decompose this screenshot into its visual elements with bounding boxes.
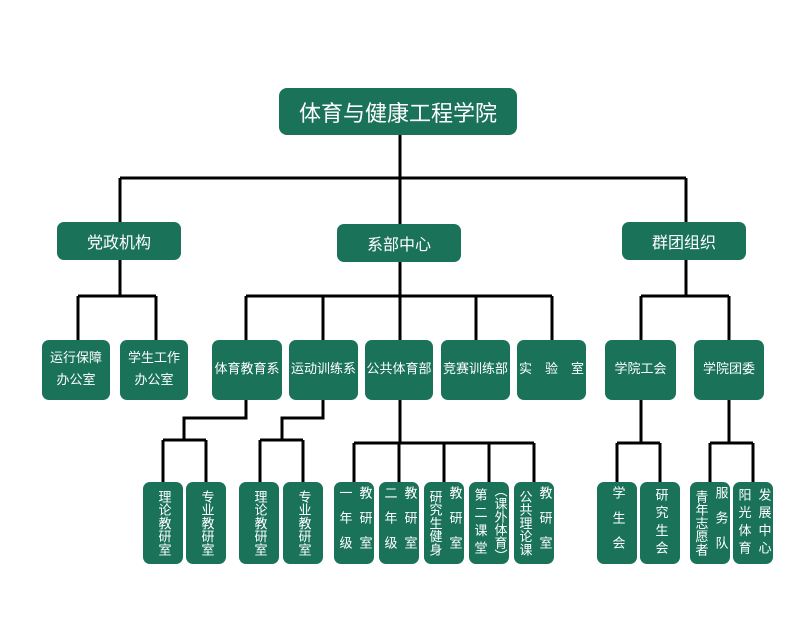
- sub-unit-label: 研究生健身: [426, 489, 442, 557]
- sub-unit-node: 第二课堂（课外体育）: [469, 482, 509, 564]
- sub-unit-label: 学生会: [609, 485, 625, 561]
- sub-unit-label: 理论教研室: [155, 489, 171, 557]
- sub-unit-node: 理论教研室: [239, 482, 279, 564]
- unit-node: 实 验 室: [517, 340, 586, 400]
- sub-unit-node: 青年志愿者服务队: [690, 482, 730, 564]
- sub-unit-label: 理论教研室: [251, 489, 267, 557]
- unit-label: 体育教育系: [214, 362, 280, 377]
- unit-label: 运动训练系: [290, 362, 356, 377]
- unit-label: 竞赛训练部: [442, 362, 508, 377]
- branch-departments: 系部中心: [337, 224, 461, 262]
- root-node: 体育与健康工程学院: [279, 88, 517, 135]
- sub-unit-label: 专业教研室: [198, 489, 214, 557]
- unit-label: 实 验 室: [518, 362, 584, 377]
- unit-node: 体育教育系: [212, 340, 282, 400]
- unit-label: 学生工作 办公室: [127, 351, 180, 388]
- sub-unit-node: 研究生会: [640, 482, 680, 564]
- sub-unit-node: 一年级教研室: [334, 482, 374, 564]
- unit-node: 学生工作 办公室: [120, 340, 188, 400]
- branch-label: 党政机构: [86, 233, 151, 252]
- branch-mass-orgs: 群团组织: [622, 222, 746, 260]
- sub-unit-node: 研究生健身教研室: [424, 482, 464, 564]
- sub-unit-node: 专业教研室: [283, 482, 323, 564]
- sub-unit-label: 研究生会: [652, 487, 668, 559]
- unit-node: 竞赛训练部: [441, 340, 510, 400]
- sub-unit-label: 教研室: [446, 485, 462, 561]
- sub-unit-label: 公共理论课: [516, 489, 532, 557]
- sub-unit-node: 二年级教研室: [379, 482, 419, 564]
- sub-unit-label: 教研室: [356, 485, 372, 561]
- unit-node: 公共体育部: [365, 340, 433, 400]
- sub-unit-label: 教研室: [401, 485, 417, 561]
- sub-unit-label: 发展中心: [755, 487, 771, 559]
- root-label: 体育与健康工程学院: [298, 101, 497, 127]
- sub-unit-label: 教研室: [536, 485, 552, 561]
- unit-node: 运动训练系: [289, 340, 358, 400]
- branch-label: 群团组织: [651, 233, 716, 252]
- unit-label: 公共体育部: [366, 362, 432, 377]
- unit-label: 学院团委: [702, 362, 755, 377]
- unit-node: 学院工会: [605, 340, 676, 400]
- sub-unit-label: （课外体育）: [491, 484, 507, 562]
- sub-unit-label: 服务队: [712, 485, 728, 561]
- sub-unit-label: 二年级: [381, 485, 397, 561]
- sub-unit-label: 阳光体育: [735, 487, 751, 559]
- sub-unit-node: 阳光体育发展中心: [733, 482, 773, 564]
- sub-unit-label: 专业教研室: [295, 489, 311, 557]
- sub-unit-node: 学生会: [597, 482, 637, 564]
- branch-label: 系部中心: [366, 235, 431, 254]
- sub-unit-label: 一年级: [336, 485, 352, 561]
- sub-unit-label: 第二课堂: [471, 487, 487, 559]
- sub-unit-node: 专业教研室: [186, 482, 226, 564]
- unit-label: 运行保障 办公室: [49, 351, 102, 388]
- sub-unit-node: 理论教研室: [143, 482, 183, 564]
- branch-party-admin: 党政机构: [57, 222, 181, 260]
- unit-node: 运行保障 办公室: [42, 340, 110, 400]
- sub-unit-node: 公共理论课教研室: [514, 482, 554, 564]
- sub-unit-label: 青年志愿者: [692, 489, 708, 557]
- unit-node: 学院团委: [694, 340, 764, 400]
- unit-label: 学院工会: [614, 362, 667, 377]
